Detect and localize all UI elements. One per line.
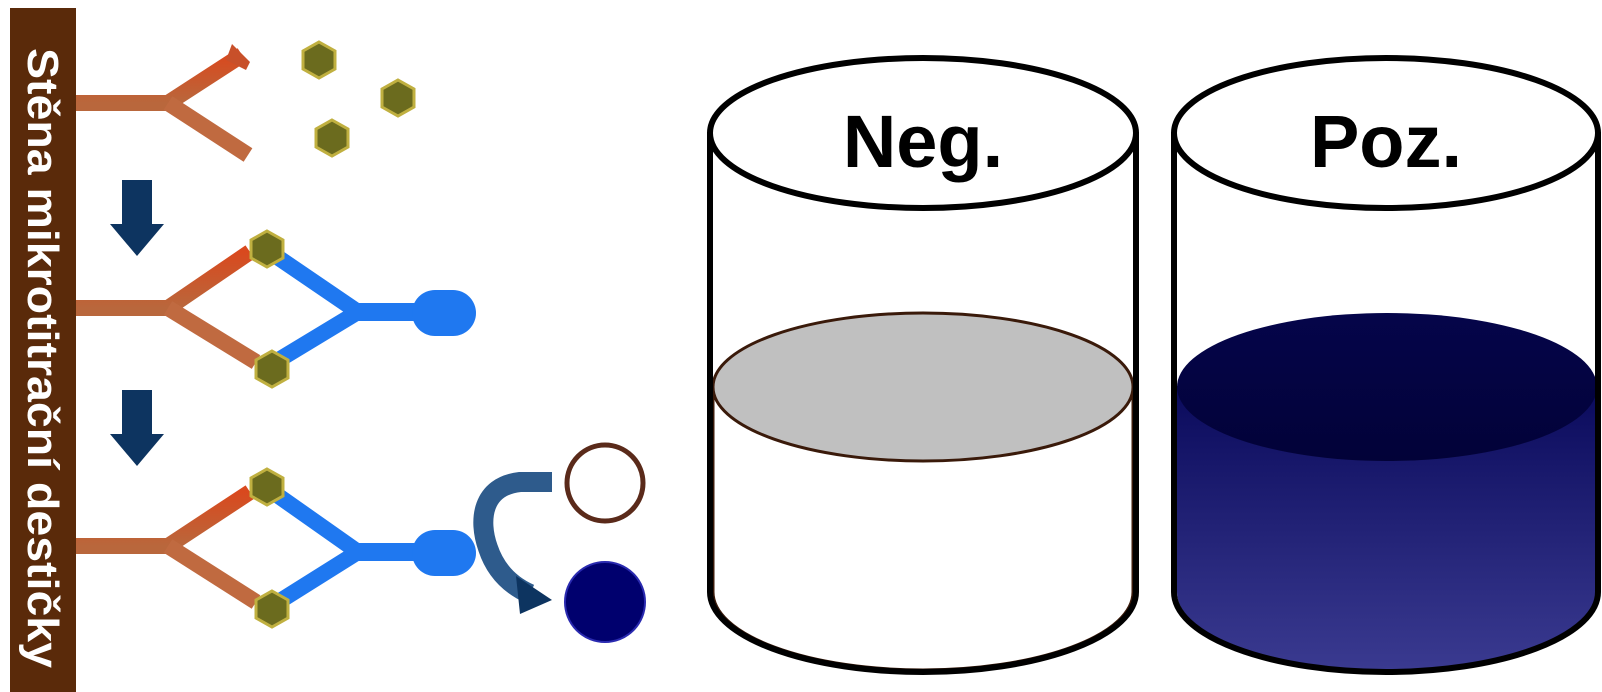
bound-antigen bbox=[254, 589, 290, 629]
plate-wall-label: Stěna mikrotitrační destičky bbox=[18, 48, 67, 669]
bound-antigen bbox=[249, 229, 285, 269]
free-antigen bbox=[380, 78, 416, 118]
positive-well: Poz. bbox=[1171, 55, 1601, 675]
negative-well-label: Neg. bbox=[843, 100, 1003, 183]
detection-antibody-2 bbox=[265, 245, 476, 371]
capture-antibody-3 bbox=[76, 485, 261, 609]
bound-antigen bbox=[249, 467, 285, 507]
substrate-colorless bbox=[564, 442, 646, 524]
capture-antibody-1 bbox=[76, 44, 253, 162]
bound-antigen bbox=[254, 349, 290, 389]
capture-antibody-2 bbox=[76, 245, 261, 369]
down-arrow-icon bbox=[110, 180, 164, 256]
conversion-arrow-icon bbox=[473, 472, 552, 614]
plate-wall: Stěna mikrotitrační destičky bbox=[10, 8, 76, 692]
detection-antibody-3 bbox=[265, 483, 476, 613]
positive-well-label: Poz. bbox=[1310, 100, 1462, 183]
free-antigen bbox=[301, 40, 337, 80]
product-colored bbox=[564, 561, 646, 643]
negative-well: Neg. bbox=[707, 55, 1139, 675]
free-antigen bbox=[314, 118, 350, 158]
down-arrow-icon bbox=[110, 390, 164, 466]
